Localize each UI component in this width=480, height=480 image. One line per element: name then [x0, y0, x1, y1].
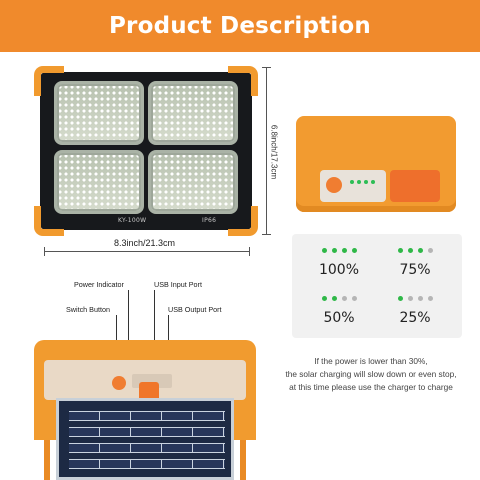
indicator-led: [357, 180, 361, 184]
battery-percent: 75%: [399, 262, 431, 278]
height-dimension-text: 6.8inch/17.3cm: [269, 124, 279, 180]
width-dimension-text: 8.3inch/21.3cm: [114, 238, 176, 248]
solar-panel: [56, 398, 234, 480]
indicator-dots: [380, 294, 450, 302]
lit-dot-icon: [397, 295, 403, 301]
note-line: at this time please use the charger to c…: [289, 382, 453, 392]
note-line: If the power is lower than 30%,: [314, 356, 428, 366]
unlit-dot-icon: [427, 247, 433, 253]
indicator-dots: [304, 246, 374, 254]
charging-note: If the power is lower than 30%, the sola…: [266, 355, 476, 394]
unlit-dot-icon: [427, 295, 433, 301]
led-panel: [148, 81, 238, 145]
battery-percent: 100%: [318, 262, 360, 278]
lit-dot-icon: [331, 295, 337, 301]
width-dimension-line: [44, 247, 250, 256]
corner-guard: [34, 66, 64, 96]
callout-line: [128, 290, 129, 374]
lit-dot-icon: [321, 295, 327, 301]
callout-switch-button: Switch Button: [66, 305, 110, 314]
model-label: KY-100W: [118, 217, 147, 224]
indicator-led: [371, 180, 375, 184]
led-panel: [54, 150, 144, 214]
indicator-led: [350, 180, 354, 184]
indicator-dots: [304, 294, 374, 302]
lit-dot-icon: [417, 247, 423, 253]
lit-dot-icon: [341, 247, 347, 253]
lamp-back-view: [34, 340, 256, 480]
unlit-dot-icon: [351, 295, 357, 301]
unlit-dot-icon: [341, 295, 347, 301]
battery-level-25: 25%: [380, 294, 450, 326]
solar-cell: [69, 459, 225, 469]
control-panel: [320, 170, 386, 202]
page-title: Product Description: [108, 13, 372, 39]
lit-dot-icon: [321, 247, 327, 253]
header-banner: Product Description: [0, 0, 480, 52]
corner-guard: [228, 66, 258, 96]
note-line: the solar charging will slow down or eve…: [285, 369, 457, 379]
lit-dot-icon: [397, 247, 403, 253]
callout-usb-output: USB Output Port: [168, 305, 222, 314]
lamp-side-view: [296, 116, 456, 212]
battery-level-100: 100%: [304, 246, 374, 278]
lit-dot-icon: [407, 247, 413, 253]
lit-dot-icon: [351, 247, 357, 253]
port-cover: [390, 170, 440, 202]
battery-level-75: 75%: [380, 246, 450, 278]
stand-leg: [240, 434, 246, 480]
led-panel: [148, 150, 238, 214]
indicator-dots: [380, 246, 450, 254]
solar-cell: [69, 411, 225, 421]
battery-percent: 50%: [323, 310, 355, 326]
unlit-dot-icon: [407, 295, 413, 301]
corner-guard: [228, 206, 258, 236]
switch-button-icon: [112, 376, 126, 390]
power-button-icon: [326, 177, 342, 193]
port-cover: [139, 382, 159, 402]
callout-power-indicator: Power Indicator: [74, 280, 124, 289]
height-dimension-line: [262, 67, 271, 235]
ip-rating-label: IP66: [202, 217, 217, 224]
unlit-dot-icon: [417, 295, 423, 301]
indicator-led: [364, 180, 368, 184]
battery-percent: 25%: [399, 310, 431, 326]
corner-guard: [34, 206, 64, 236]
solar-cell: [69, 427, 225, 437]
battery-level-guide: 100% 75% 50% 25%: [292, 234, 462, 338]
stand-leg: [44, 434, 50, 480]
flood-light-front: KY-100W IP66: [34, 66, 258, 236]
solar-cell: [69, 443, 225, 453]
led-panel: [54, 81, 144, 145]
callout-line: [154, 290, 155, 374]
lit-dot-icon: [331, 247, 337, 253]
battery-level-50: 50%: [304, 294, 374, 326]
callout-usb-input: USB Input Port: [154, 280, 202, 289]
